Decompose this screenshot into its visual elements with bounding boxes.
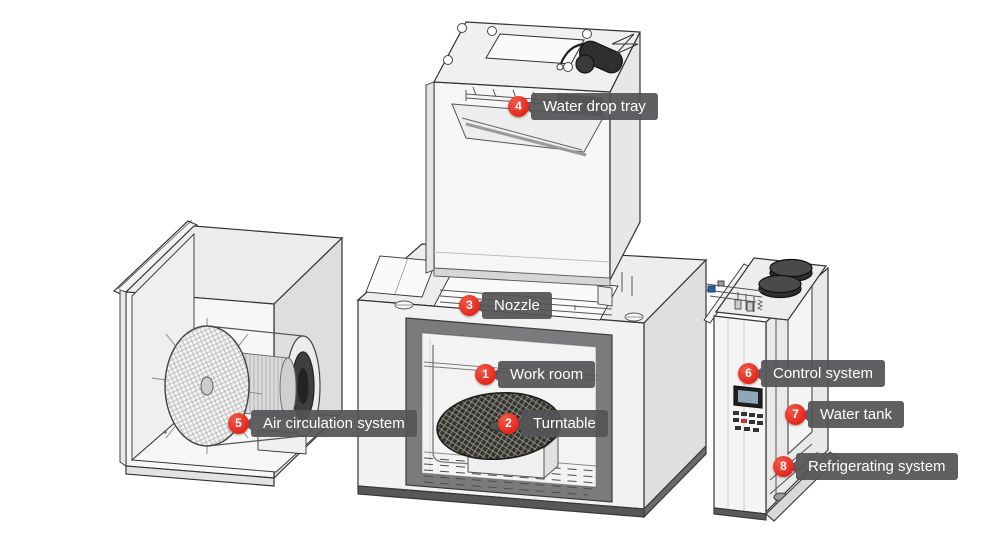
motor [556,33,639,74]
top-cutout [485,33,585,65]
air-circulation-unit [112,219,344,487]
pipe-manifold [705,280,764,312]
work-room-interior [421,332,597,496]
screw-holes [443,23,592,72]
deck-left-recess [365,252,437,310]
main-chamber [356,243,708,519]
control-cabinet [703,257,839,522]
water-drop-tray-unit [425,21,641,287]
blue-valve [707,285,716,293]
top-fan-discs [758,258,813,299]
panel-buttons [733,411,763,432]
control-panel [733,385,763,432]
